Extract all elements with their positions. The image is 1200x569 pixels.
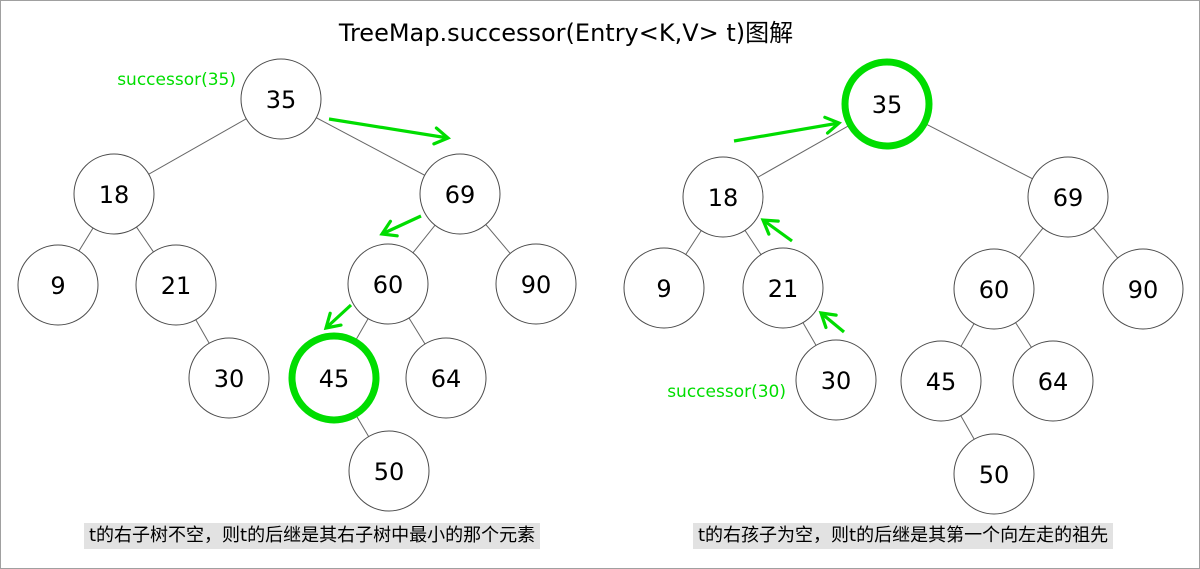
right-node-69-label: 69 [1053, 184, 1084, 212]
left-tree: 35 18 69 9 21 60 90 30 45 64 5 [17, 58, 577, 512]
right-node-18-circle [682, 156, 764, 238]
right-node-64-circle [1012, 340, 1094, 422]
left-arrow-69-to-60-icon [379, 214, 422, 238]
right-annotation-successor-30: successor(30) [667, 382, 786, 402]
left-node-30-label: 30 [214, 365, 245, 393]
right-node-21-label: 21 [768, 275, 799, 303]
right-node-9-circle [623, 247, 705, 329]
right-node-50-circle [953, 433, 1035, 515]
left-node-9-label: 9 [50, 272, 65, 300]
left-node-9-circle [17, 244, 99, 326]
left-node-35-circle [240, 58, 322, 140]
right-node-30-label: 30 [821, 367, 852, 395]
left-node-90-label: 90 [521, 271, 552, 299]
left-tree-nodes: 35 18 69 9 21 60 90 30 45 64 5 [17, 58, 577, 512]
left-node-21-label: 21 [161, 272, 192, 300]
right-node-45-circle [900, 340, 982, 422]
left-node-21-circle [135, 244, 217, 326]
left-node-30-circle [188, 337, 270, 419]
right-node-64-label: 64 [1038, 368, 1069, 396]
right-node-45-label: 45 [926, 368, 957, 396]
left-node-35-label: 35 [266, 86, 297, 114]
right-node-9-label: 9 [656, 275, 671, 303]
left-arrow-60-to-45-icon [323, 303, 353, 331]
right-node-90-label: 90 [1128, 276, 1159, 304]
right-node-21-circle [742, 247, 824, 329]
left-node-18-label: 18 [99, 181, 130, 209]
diagram-title: TreeMap.successor(Entry<K,V> t)图解 [338, 19, 794, 47]
right-tree-nodes: 35 18 69 9 21 60 90 30 45 64 5 [623, 58, 1184, 515]
left-arrow-35-to-69-icon [328, 117, 452, 146]
left-node-69-label: 69 [445, 181, 476, 209]
left-node-45-circle-highlighted [288, 332, 380, 424]
right-tree-arrows [733, 115, 846, 334]
left-node-60-circle [347, 243, 429, 325]
left-node-50-circle [348, 430, 430, 512]
right-node-60-label: 60 [979, 276, 1010, 304]
right-node-30-circle [795, 339, 877, 421]
left-node-64-label: 64 [431, 365, 462, 393]
left-node-45-label: 45 [319, 365, 350, 393]
left-tree-caption: t的右子树不空，则t的后继是其右子树中最小的那个元素 [84, 523, 541, 550]
left-node-69-circle [419, 153, 501, 235]
right-arrow-21-to-18-icon [760, 218, 793, 243]
right-node-35-circle-highlighted [841, 58, 933, 150]
right-node-90-circle [1102, 248, 1184, 330]
right-node-69-circle [1027, 156, 1109, 238]
right-tree-caption: t的右孩子为空，则t的后继是其第一个向左走的祖先 [693, 523, 1114, 550]
left-annotation-successor-35: successor(35) [117, 70, 236, 90]
right-node-35-label: 35 [872, 91, 903, 119]
right-node-50-label: 50 [979, 461, 1010, 489]
right-arrow-into-35-icon [733, 115, 843, 143]
left-node-64-circle [405, 337, 487, 419]
right-node-60-circle [953, 248, 1035, 330]
right-node-18-label: 18 [708, 184, 739, 212]
left-tree-arrows [323, 117, 452, 331]
right-tree: 35 18 69 9 21 60 90 30 45 64 5 [623, 58, 1184, 515]
left-node-90-circle [495, 243, 577, 325]
right-arrow-30-to-21-icon [818, 311, 846, 334]
left-node-18-circle [73, 153, 155, 235]
left-node-50-label: 50 [374, 458, 405, 486]
left-node-60-label: 60 [373, 271, 404, 299]
